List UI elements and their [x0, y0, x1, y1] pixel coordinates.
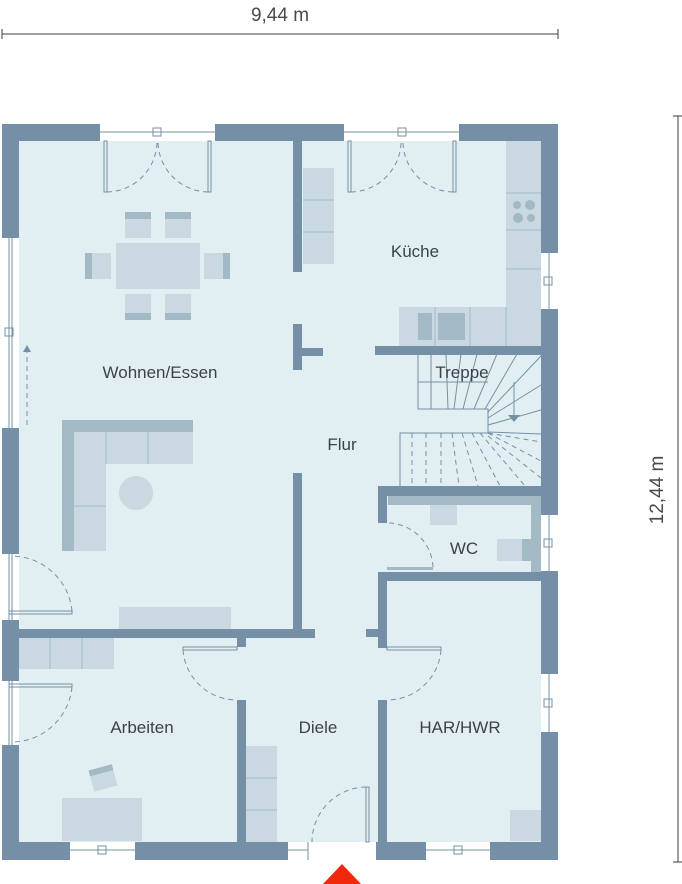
entrance-arrow-icon — [323, 864, 361, 884]
wc-wall-fixture-right — [531, 496, 541, 572]
room-label-wc: WC — [450, 539, 478, 558]
kitchen-cabinet-left — [303, 168, 334, 264]
room-label-treppe: Treppe — [435, 363, 488, 382]
door-swings — [8, 140, 457, 843]
desk — [62, 798, 142, 841]
sliding-arrow — [23, 345, 31, 425]
wc-wall-fixture — [388, 496, 531, 505]
sideboard — [119, 607, 231, 629]
door-wohnen-terrace — [103, 140, 212, 193]
room-label-wohnen-essen: Wohnen/Essen — [103, 363, 218, 382]
wall-top — [2, 124, 558, 141]
corner-sofa — [62, 420, 193, 551]
door-wc — [386, 522, 434, 570]
window-left-door — [2, 554, 19, 620]
door-front — [311, 786, 370, 843]
height-dimension-label: 12,44 m — [647, 456, 668, 525]
furniture — [18, 141, 541, 842]
windows — [2, 124, 558, 860]
door-arbeiten — [182, 646, 238, 701]
staircase — [399, 353, 542, 487]
room-label-kueche: Küche — [391, 242, 439, 261]
window-bottom-har — [426, 842, 490, 860]
window-bottom-arbeiten — [70, 842, 135, 860]
dimension-height: 12,44 m — [647, 115, 682, 863]
door-har — [386, 646, 442, 701]
door-arbeiten-side — [8, 683, 73, 743]
dining-table — [116, 243, 200, 289]
window-left-arbeiten — [2, 681, 19, 745]
window-right-wc — [541, 515, 558, 571]
diele-wardrobe — [246, 746, 277, 842]
window-right-kitchen — [541, 253, 558, 309]
arbeiten-shelf — [18, 637, 114, 669]
sink-icon — [418, 313, 465, 340]
desk-chair — [88, 764, 118, 792]
cooktop-icon — [513, 200, 535, 223]
wc-sink — [430, 505, 457, 525]
room-label-diele: Diele — [299, 718, 338, 737]
door-kitchen-terrace — [347, 140, 457, 193]
room-label-har-hwr: HAR/HWR — [419, 718, 500, 737]
door-wohnen-side — [8, 555, 73, 615]
room-label-arbeiten: Arbeiten — [110, 718, 173, 737]
window-top-right — [344, 124, 459, 141]
wall-left — [2, 124, 19, 860]
wall-bottom — [2, 842, 558, 860]
har-appliance — [510, 810, 541, 841]
coffee-table — [119, 476, 153, 510]
front-door-opening — [288, 842, 376, 860]
room-label-flur: Flur — [327, 435, 357, 454]
window-top-left — [100, 124, 215, 141]
wc-toilet-tank — [522, 539, 531, 561]
room-labels: Wohnen/Essen Küche Treppe Flur WC Arbeit… — [103, 242, 501, 737]
dining-chairs — [85, 212, 230, 320]
window-left-upper — [2, 238, 19, 428]
dimension-width: 9,44 m — [1, 5, 559, 39]
window-right-har — [541, 674, 558, 732]
width-dimension-label: 9,44 m — [251, 5, 309, 26]
